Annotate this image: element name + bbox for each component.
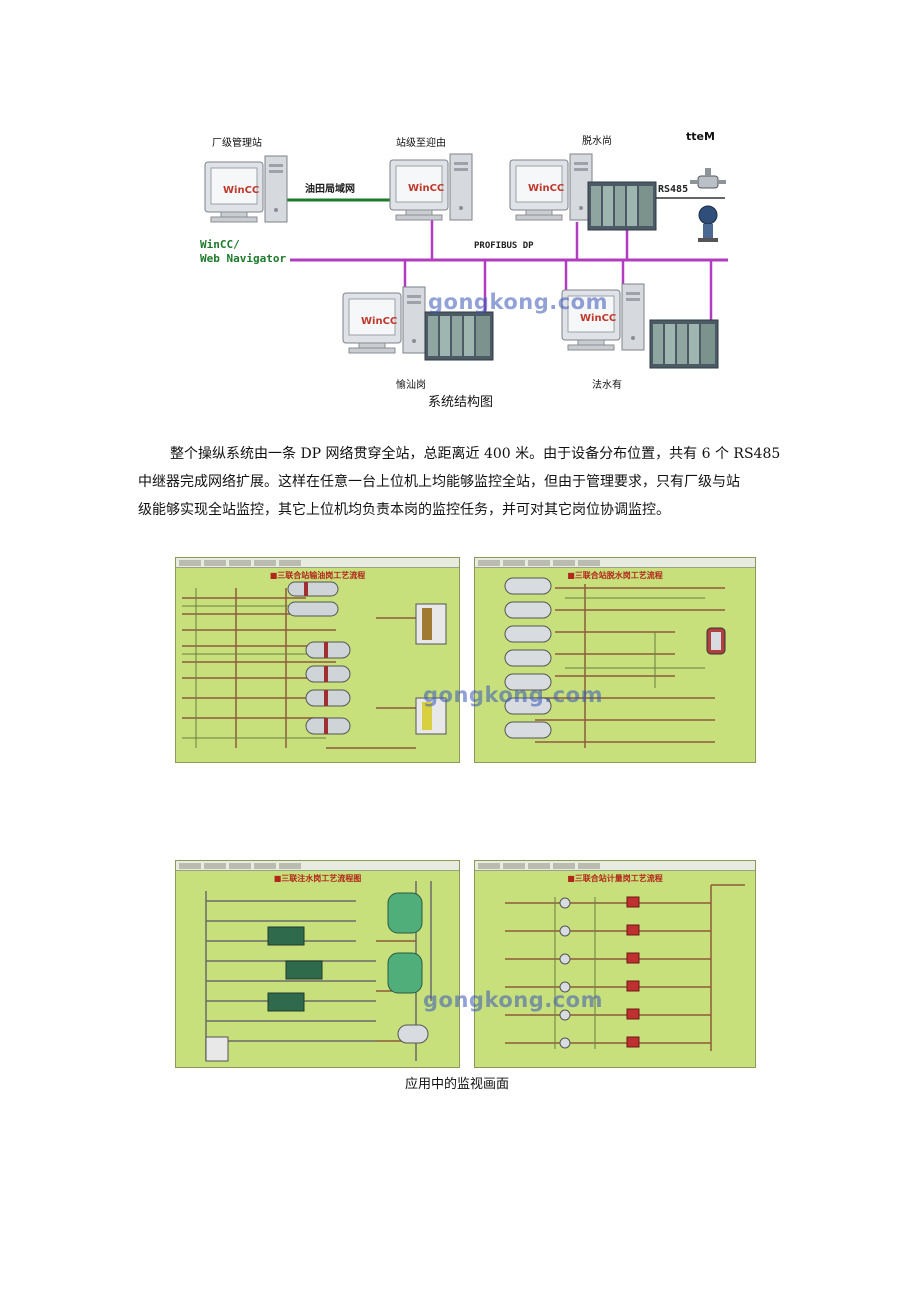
wincc-label: WinCC/	[200, 238, 240, 251]
monitor-logo: WinCC	[361, 316, 397, 327]
web-navigator-label: Web Navigator	[200, 252, 286, 265]
rs485-label: RS485	[658, 184, 688, 195]
body-paragraph: 整个操纵系统由一条 DP 网络贯穿全站，总距离近 400 米。由于设备分布位置，…	[138, 440, 788, 524]
figure1-caption: 系统结构图	[428, 395, 494, 410]
panel-title: ■三联合站输油岗工艺流程	[269, 571, 366, 580]
plc-rack-dehydration	[587, 181, 657, 231]
system-structure-figure: WinCC WinCC WinCC WinCC WinCC 油田局域网 RS48…	[200, 120, 730, 391]
menu-bar	[176, 558, 459, 568]
label-ttem: tteM	[686, 130, 715, 143]
panel-title: ■三联合站计量岗工艺流程	[567, 874, 663, 883]
paragraph-line: 整个操纵系统由一条 DP 网络贯穿全站，总距离近 400 米。由于设备分布位置，…	[170, 446, 781, 462]
paragraph-line: 中继器完成网络扩展。这样在任意一台上位机上均能够监控全站，但由于管理要求，只有厂…	[138, 474, 740, 490]
screen-oil-transfer: ■三联合站输油岗工艺流程	[175, 557, 460, 763]
screens-caption: 应用中的监视画面	[405, 1077, 510, 1092]
menu-bar	[475, 861, 755, 871]
label-station-level: 站级至迎由	[396, 138, 446, 149]
menu-bar	[176, 861, 459, 871]
system-structure-diagram: WinCC WinCC WinCC WinCC WinCC 油田局域网 RS48…	[200, 153, 728, 369]
monitor-logo: WinCC	[580, 313, 616, 324]
watermark: gongkong.com	[428, 290, 608, 314]
flow-meter-icon	[690, 168, 726, 189]
label-plant-management-station: 厂级管理站	[212, 138, 262, 149]
transmitter-icon	[698, 205, 718, 242]
monitor-logo: WinCC	[223, 185, 259, 196]
profibus-label: PROFIBUS DP	[474, 241, 534, 251]
menu-bar	[475, 558, 755, 568]
screen-dehydration: ■三联合站脱水岗工艺流程	[474, 557, 756, 763]
label-dehydration-post: 脱水尚	[582, 136, 612, 147]
panel-title: ■三联注水岗工艺流程图	[273, 874, 362, 883]
panel-title: ■三联合站脱水岗工艺流程	[567, 571, 663, 580]
lan-label: 油田局域网	[305, 182, 355, 195]
screen-water-injection: ■三联注水岗工艺流程图	[175, 860, 460, 1068]
plc-rack-oil-post	[424, 311, 494, 361]
watermark: gongkong.com	[423, 988, 603, 1012]
monitor-logo: WinCC	[408, 183, 444, 194]
screen-metering: ■三联合站计量岗工艺流程	[474, 860, 756, 1068]
paragraph-line: 级能够实现全站监控，其它上位机均负责本岗的监控任务，并可对其它岗位协调监控。	[138, 502, 670, 518]
plc-rack-water-post	[649, 319, 719, 369]
label-water-post: 法水有	[592, 380, 622, 391]
label-oil-transfer-post: 愉汕岗	[396, 380, 426, 391]
watermark: gongkong.com	[423, 683, 603, 707]
monitor-logo: WinCC	[528, 183, 564, 194]
